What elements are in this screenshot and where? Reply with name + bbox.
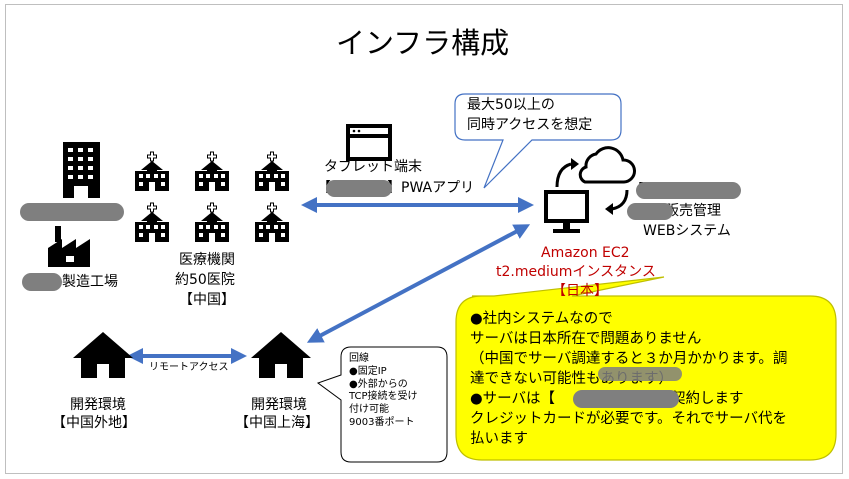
hospital-icon	[134, 151, 290, 243]
page-title: インフラ構成	[336, 26, 510, 60]
server-shanghai-arrow	[306, 224, 531, 343]
cloud-icon	[555, 146, 636, 215]
redaction-factory	[22, 273, 62, 291]
aws-label-line-2: t2.mediumインスタンス	[496, 264, 656, 280]
tablet-window-icon	[346, 124, 392, 161]
redaction-server-2	[627, 203, 673, 220]
server-label-line-3: WEBシステム	[643, 223, 731, 239]
dev-remote-label-line-2: 【中国外地】	[52, 415, 136, 431]
hospital-label-line-2: 約50医院	[175, 272, 235, 288]
callout-top-line-1: 最大50以上の	[467, 97, 555, 113]
line-note-line-5: 付け可能	[349, 404, 389, 416]
line-note-text: 回線 ●固定IP ●外部からの TCP接続を受け 付け可能 9003番ポート	[349, 353, 418, 430]
line-note-line-1: 回線	[349, 353, 369, 364]
redaction-note	[573, 390, 679, 408]
note-line-1: ●社内システムなので	[470, 311, 613, 327]
dev-shanghai-label-line-1: 開発環境	[251, 397, 307, 413]
aws-label-line-1: Amazon EC2	[541, 245, 630, 261]
line-note-line-4: TCP接続を受け	[349, 391, 418, 403]
note-line-7: 払います	[470, 431, 528, 447]
tablet-label-line-1: タブレット端末	[324, 159, 422, 175]
monitor-icon	[544, 190, 589, 233]
redaction-company	[20, 203, 124, 221]
dev-remote-label-line-1: 開発環境	[70, 397, 126, 413]
note-line-2: サーバは日本所在で問題ありません	[470, 331, 702, 347]
redaction-server-1	[636, 182, 741, 199]
slide: インフラ構成 最大50以上の 同時アクセスを想定 タブレット端末 【 】PWAア…	[5, 4, 843, 474]
server-label-line-2: 販売管理	[664, 203, 721, 219]
line-note-line-3: ●外部からの	[349, 378, 408, 390]
redaction-tablet	[326, 180, 392, 197]
note-line-6: クレジットカードが必要です。それでサーバ代を	[470, 411, 787, 427]
line-note-bubble	[316, 346, 448, 463]
redaction-note-2	[598, 367, 682, 381]
callout-top-line-2: 同時アクセスを想定	[467, 117, 593, 133]
building-icon	[63, 142, 100, 198]
hospital-label-line-1: 医療機関	[179, 252, 235, 268]
factory-icon	[48, 226, 90, 267]
aws-label-line-3: 【日本】	[552, 283, 608, 299]
dev-shanghai-label-line-2: 【中国上海】	[235, 415, 319, 431]
line-note-line-2: ●固定IP	[349, 365, 387, 377]
factory-label: 製造工場	[62, 274, 118, 290]
line-note-line-6: 9003番ポート	[349, 416, 415, 428]
remote-access-label: リモートアクセス	[149, 362, 229, 373]
note-line-3: （中国でサーバ調達すると３か月かかります。調	[470, 351, 788, 367]
hospital-label-line-3: 【中国】	[179, 292, 235, 308]
callout-top-bubble	[454, 93, 622, 189]
